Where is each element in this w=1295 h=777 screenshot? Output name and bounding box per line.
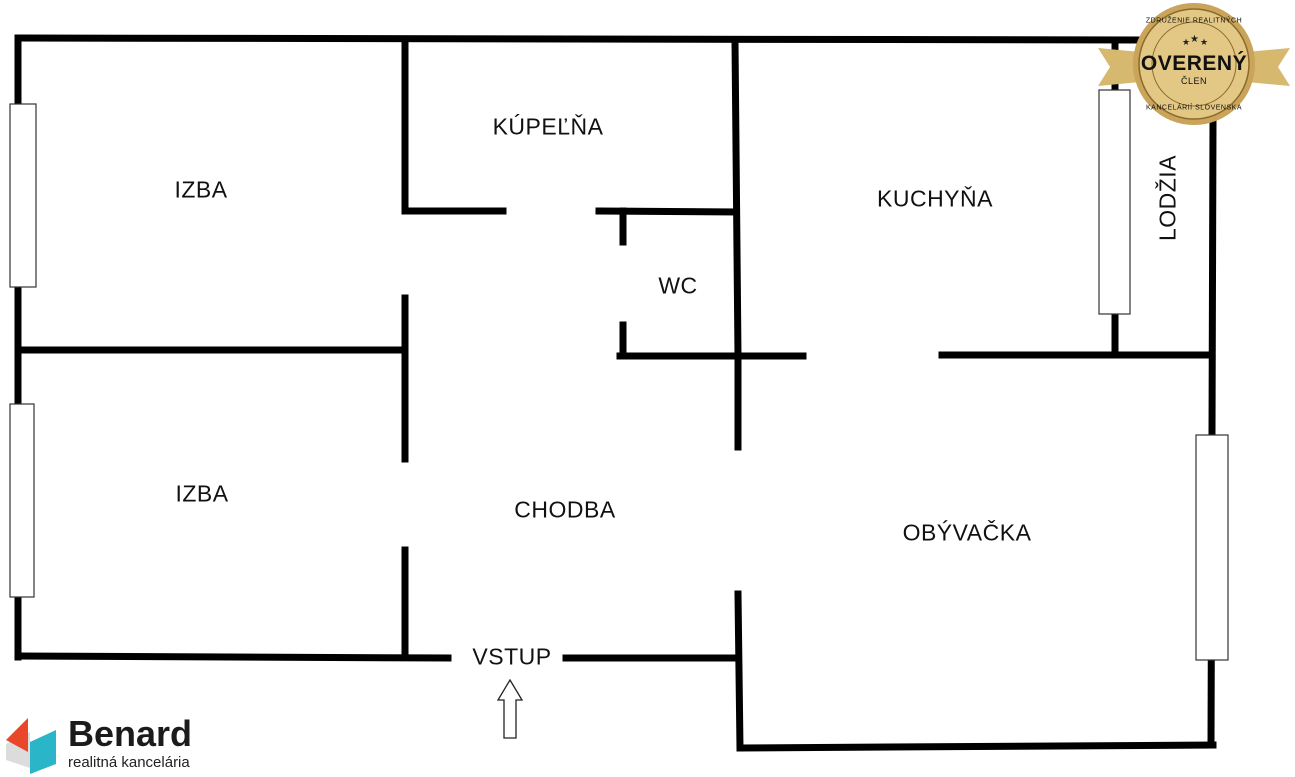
brand: Benard realitná kancelária <box>68 713 193 772</box>
windows <box>9 89 1229 661</box>
room-label-chodba: CHODBA <box>514 496 616 523</box>
badge-main-text: OVERENÝ <box>1140 52 1248 75</box>
verified-badge: ★★★ <box>1098 3 1290 125</box>
brand-tagline: realitná kancelária <box>68 754 190 771</box>
benard-logo-icon <box>6 718 56 774</box>
room-label-lodzia: LODŽIA <box>1154 154 1181 242</box>
badge-sub-text: ČLEN <box>1180 76 1208 86</box>
entrance-label: VSTUP <box>472 643 552 670</box>
room-label-wc: WC <box>658 272 698 299</box>
room-label-obyvacka: OBÝVAČKA <box>902 519 1032 546</box>
svg-text:★: ★ <box>1190 34 1199 45</box>
badge-bottom-text: KANCELÁRIÍ SLOVENSKA <box>1146 104 1242 112</box>
brand-name: Benard <box>68 713 193 754</box>
entrance-arrow-icon <box>496 678 524 739</box>
room-label-izba-bottom: IZBA <box>175 480 229 507</box>
badge-top-text: ZDRUŽENIE REALITNÝCH <box>1145 17 1243 25</box>
svg-text:★: ★ <box>1200 37 1208 47</box>
svg-text:★: ★ <box>1182 37 1190 47</box>
room-label-kuchyna: KUCHYŇA <box>877 185 993 212</box>
room-label-izba-top: IZBA <box>174 176 228 203</box>
room-label-kupelna: KÚPEĽŇA <box>492 113 604 140</box>
